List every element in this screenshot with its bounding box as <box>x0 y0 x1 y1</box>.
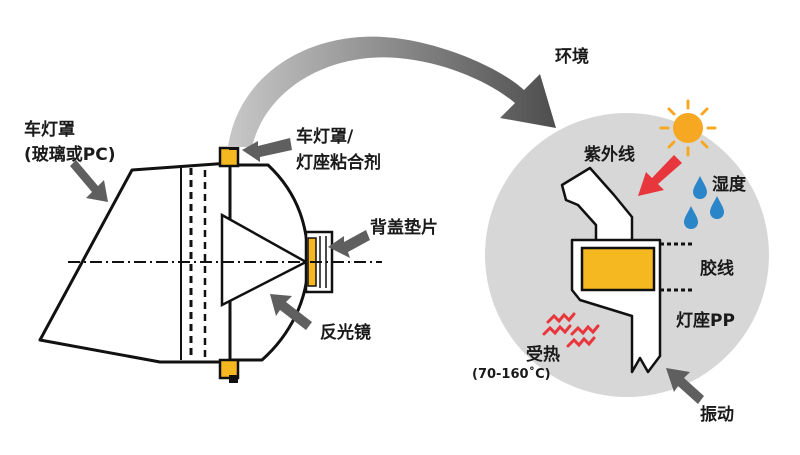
label-vibration: 振动 <box>700 404 734 425</box>
label-heat: 受热 <box>526 344 560 365</box>
label-heat-range: (70-160˚C) <box>472 366 551 382</box>
clamp-bottom <box>229 375 238 383</box>
label-adhesive-1: 车灯罩/ <box>296 126 354 147</box>
glue-block <box>580 246 656 292</box>
label-lamp-cover-material: (玻璃或PC) <box>24 144 115 165</box>
water-drop-icon <box>684 176 724 229</box>
gasket-arrow <box>328 230 370 258</box>
headlamp-assembly <box>38 142 382 383</box>
reflector-shape <box>220 212 309 308</box>
transition-arrow <box>228 36 556 147</box>
sun-icon <box>659 99 717 157</box>
label-lamp-cover: 车灯罩 <box>24 119 75 140</box>
lamp-cover-arrow <box>70 160 108 202</box>
label-reflector: 反光镜 <box>320 322 371 343</box>
reflector-arrow <box>270 294 312 330</box>
environment-view <box>485 99 769 404</box>
adhesive-block-top <box>218 146 240 168</box>
vibration-arrow <box>666 368 704 404</box>
label-humidity: 湿度 <box>712 174 747 195</box>
heat-wave-icon <box>542 312 600 348</box>
label-back-gasket: 背盖垫片 <box>370 217 438 238</box>
label-housing-pp: 灯座PP <box>676 310 735 331</box>
adhesive-arrow <box>242 138 292 162</box>
label-uv: 紫外线 <box>584 144 635 165</box>
label-environment: 环境 <box>555 46 589 67</box>
label-adhesive-2: 灯座粘合剂 <box>296 152 381 173</box>
uv-arrow <box>638 155 682 196</box>
label-glue-line: 胶线 <box>700 258 734 279</box>
